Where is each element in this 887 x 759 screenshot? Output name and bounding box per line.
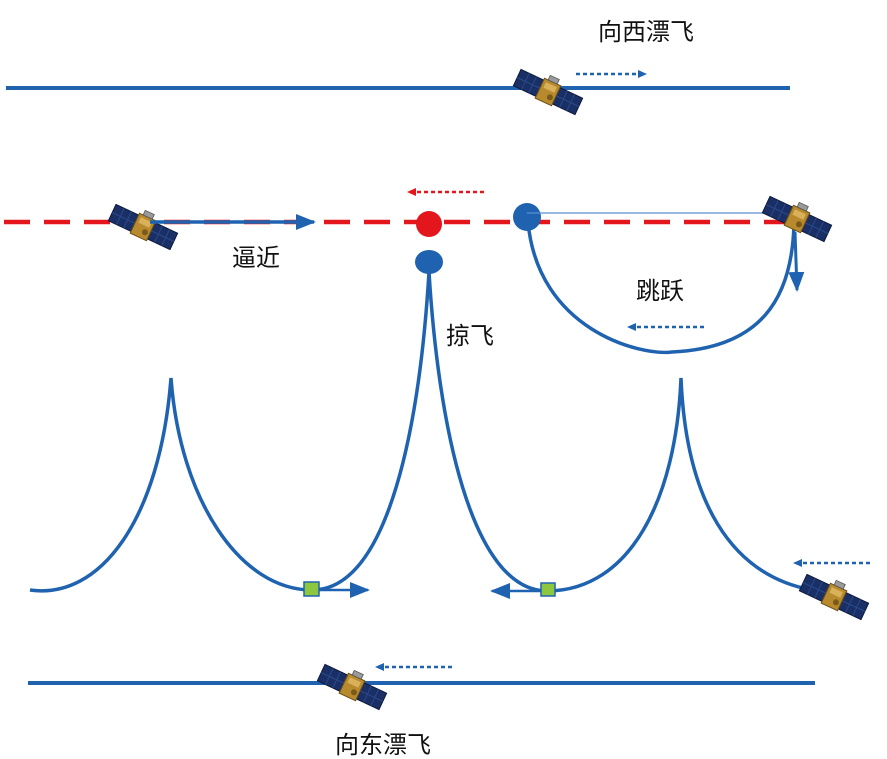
satellite-icon [761, 189, 836, 244]
drift-east-label: 向东漂飞 [335, 731, 431, 759]
jump-trajectory-arc [526, 221, 796, 355]
flyby-label: 掠飞 [446, 322, 494, 350]
satellite-icon [798, 567, 873, 622]
approach-label: 逼近 [232, 244, 280, 272]
satellite-icon [107, 197, 182, 252]
jump-label: 跳跃 [636, 277, 684, 305]
jump-start-point [513, 203, 541, 231]
thrust-marker [303, 581, 320, 597]
drift-west-label: 向西漂飞 [598, 18, 694, 46]
target-point [416, 211, 442, 237]
down-arrow-icon [788, 231, 805, 292]
flyby-start-point [415, 250, 443, 274]
flyby-cycloid-trajectory [29, 271, 813, 593]
thrust-marker [540, 582, 556, 597]
